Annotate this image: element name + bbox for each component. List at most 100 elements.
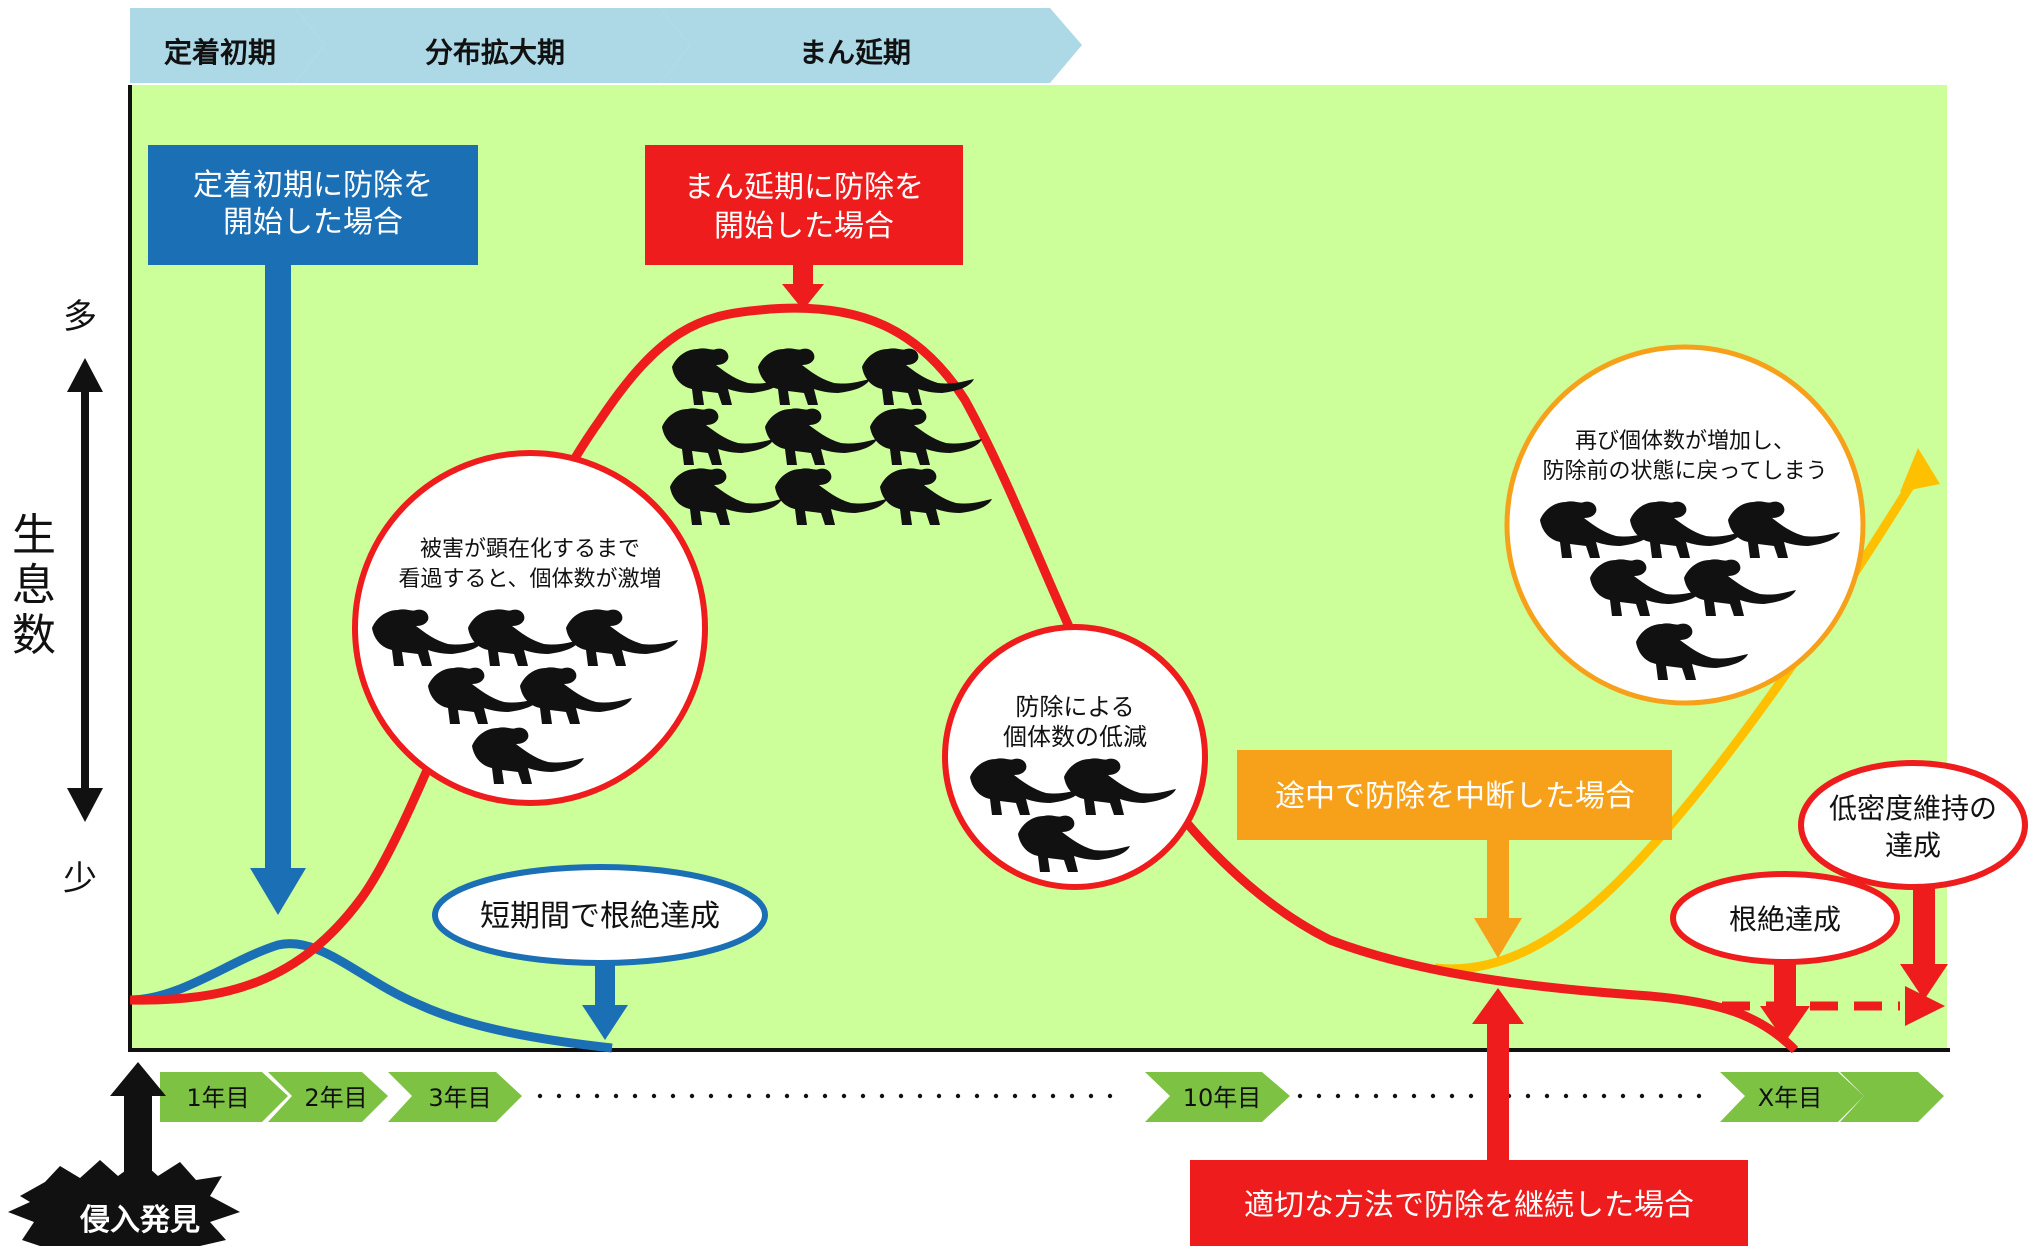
timeline-dot [1449,1093,1455,1099]
y-axis-title: 生 息 数 [12,510,56,661]
phase-arrow-spread [295,8,690,83]
timeline-dot [1525,1093,1531,1099]
reduction-line1: 防除による [1015,693,1134,721]
spread-start-line1: まん延期に防除を [684,170,924,205]
timeline-dots-2 [1297,1093,1702,1099]
low-density-oval [1798,760,2028,890]
timeline-dot [936,1093,942,1099]
timeline-dot [1677,1093,1683,1099]
timeline-dot [1050,1093,1056,1099]
timeline-dot [955,1093,961,1099]
interrupted-label: 途中で防除を中断した場合 [1275,779,1635,814]
timeline-dot [1031,1093,1037,1099]
y-axis-double-arrow [67,358,103,822]
timeline-dot [746,1093,752,1099]
timeline-dot [898,1093,904,1099]
timeline-dot [1354,1093,1360,1099]
eradication-label: 根絶達成 [1729,903,1841,936]
phase-arrow-endemic [660,8,1082,83]
timeline-dot [1107,1093,1113,1099]
timeline-dot [822,1093,828,1099]
rebound-line1: 再び個体数が増加し、 [1575,429,1795,454]
interrupted-box [1237,750,1672,840]
year-arrow-x [1720,1072,1864,1122]
reduction-circle [942,624,1208,890]
timeline-dot [1468,1093,1474,1099]
continued-arrow [1472,988,1524,1160]
year-label-1: 1年目 [186,1084,249,1112]
spread-start-box [645,145,963,265]
timeline-dot [1601,1093,1607,1099]
continued-box [1190,1160,1748,1246]
timeline-dot [670,1093,676,1099]
spread-start-arrow [782,265,824,310]
timeline-dot [993,1093,999,1099]
timeline-dot [537,1093,543,1099]
surge-line2: 看過すると、個体数が激増 [398,567,661,592]
timeline-dot [1563,1093,1569,1099]
timeline-dot [1696,1093,1702,1099]
rebound-arrowhead [1900,448,1940,492]
year-label-10: 10年目 [1183,1084,1262,1112]
timeline-dot [1639,1093,1645,1099]
timeline-dot [1411,1093,1417,1099]
timeline-dot [1658,1093,1664,1099]
timeline-dot [689,1093,695,1099]
low-density-arrowhead [1905,986,1945,1026]
rebound-line2: 防除前の状態に戻ってしまう [1543,459,1828,484]
short-eradication-label: 短期間で根絶達成 [480,899,720,934]
invasion-label: 侵入発見 [79,1203,200,1238]
short-eradication-arrow [582,962,628,1040]
y-axis-bottom-label: 少 [63,859,97,899]
timeline-dot [803,1093,809,1099]
timeline-dot [1297,1093,1303,1099]
phase-label-early: 定着初期 [164,36,276,69]
early-start-box [148,145,478,265]
continued-label: 適切な方法で防除を継続した場合 [1244,1188,1694,1223]
timeline-dot [1012,1093,1018,1099]
timeline-dot [556,1093,562,1099]
timeline-dot [917,1093,923,1099]
timeline-dots-1 [537,1093,1113,1099]
timeline-dot [727,1093,733,1099]
timeline-dot [651,1093,657,1099]
surge-line1: 被害が顕在化するまで [420,537,640,562]
timeline-dot [841,1093,847,1099]
timeline-dot [1430,1093,1436,1099]
year-label-3: 3年目 [428,1084,491,1112]
phase-arrow-early [130,8,325,83]
year-arrow-continue [1840,1072,1944,1122]
year-arrow-1 [160,1072,288,1122]
timeline-dot [632,1093,638,1099]
timeline-dot [1392,1093,1398,1099]
endemic-curve [129,303,1799,1054]
timeline-dot [613,1093,619,1099]
low-density-line2: 達成 [1885,829,1941,862]
year-arrow-2 [268,1072,388,1122]
timeline-dot [1335,1093,1341,1099]
year-arrow-3 [388,1072,522,1122]
low-density-line1: 低密度維持の [1829,792,1997,825]
timeline-dot [765,1093,771,1099]
timeline-dot [860,1093,866,1099]
invasion-burst [8,1160,240,1246]
early-start-line1: 定着初期に防除を [193,168,433,203]
timeline-dot [879,1093,885,1099]
low-density-arrow [1900,887,1948,1000]
spread-start-line2: 開始した場合 [714,209,894,244]
timeline-dot [1069,1093,1075,1099]
y-axis-top-label: 多 [63,297,97,337]
rebound-circle [1504,344,1866,706]
timeline-dot [1620,1093,1626,1099]
timeline-dot [1544,1093,1550,1099]
early-start-line2: 開始した場合 [223,205,403,240]
timeline-dot [575,1093,581,1099]
year-label-x: X年目 [1758,1084,1822,1112]
year-label-2: 2年目 [304,1084,367,1112]
surge-circle [352,450,708,806]
early-curve [129,939,613,1053]
early-start-arrow [250,265,306,915]
timeline-dot [1373,1093,1379,1099]
phase-arrows: 定着初期 分布拡大期 まん延期 [130,8,1082,83]
